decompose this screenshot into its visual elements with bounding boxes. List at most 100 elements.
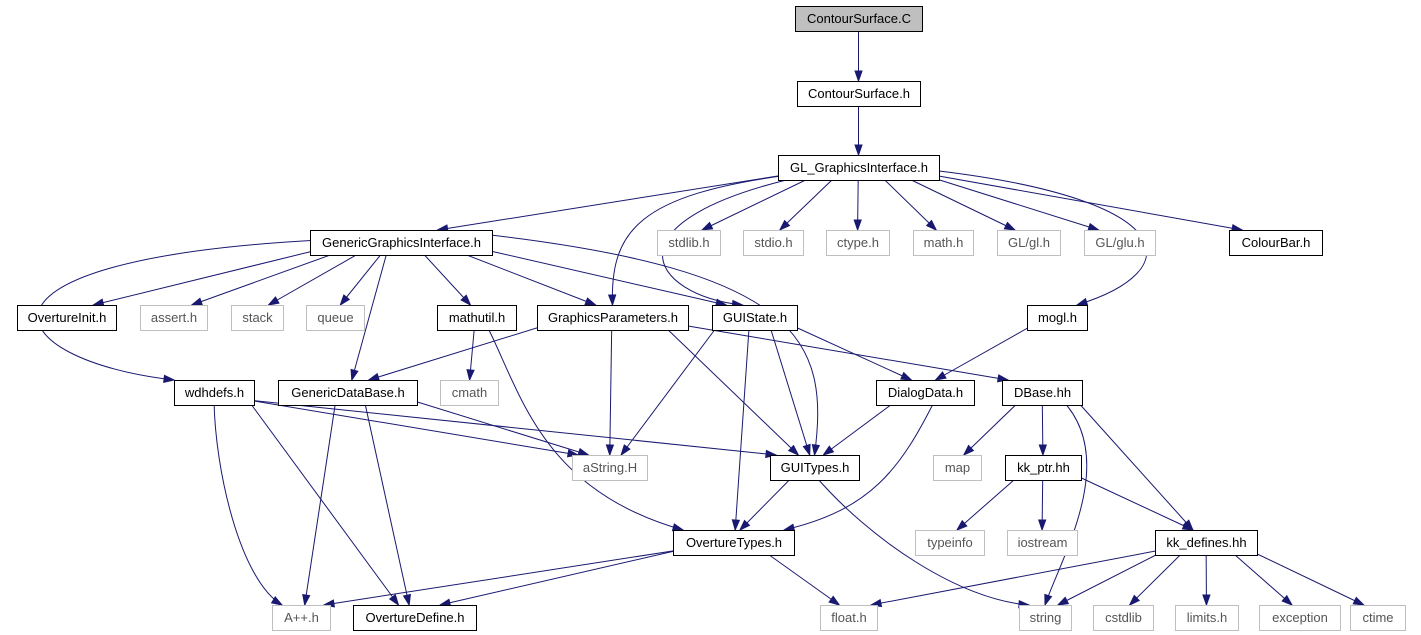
node-mathutil_h[interactable]: mathutil.h — [437, 305, 517, 331]
node-label: float.h — [831, 610, 866, 625]
node-graphicsparameters_h[interactable]: GraphicsParameters.h — [537, 305, 689, 331]
arrow-head — [1352, 596, 1366, 606]
node-guistate_h[interactable]: GUIState.h — [712, 305, 798, 331]
node-box — [795, 6, 923, 32]
node-ctime: ctime — [1350, 605, 1406, 631]
node-kk_defines_hh[interactable]: kk_defines.hh — [1155, 530, 1258, 556]
node-box — [272, 605, 331, 631]
node-overturetypes_h[interactable]: OvertureTypes.h — [673, 530, 795, 556]
node-stdlib_h: stdlib.h — [657, 230, 721, 256]
edge-mathutil_h-to-cmath — [466, 324, 476, 382]
arrow-head — [738, 519, 751, 532]
edge-guistate_h-to-guitypes_h — [769, 324, 811, 457]
node-float_h: float.h — [820, 605, 878, 631]
edge-genericdatabase_h-to-app_h — [302, 399, 337, 607]
node-box — [1229, 230, 1323, 256]
arrow-head — [267, 296, 280, 306]
node-label: cmath — [452, 385, 487, 400]
edge-kk_ptr_hh-to-typeinfo — [955, 474, 1020, 531]
arrow-head — [460, 294, 472, 307]
node-box — [712, 305, 798, 331]
edge-gl_graphicsinterface_h-to-genericgraphicsinterface_h — [436, 174, 785, 233]
node-typeinfo: typeinfo — [915, 530, 985, 556]
node-box — [231, 305, 284, 331]
arrow-head — [302, 593, 311, 607]
arrow-head — [962, 444, 975, 457]
arrow-head — [584, 297, 597, 306]
arrow-head — [1044, 593, 1053, 607]
edges-layer — [37, 26, 1366, 609]
edge-dialogdata_h-to-guitypes_h — [822, 399, 898, 456]
arrow-head — [605, 444, 615, 457]
node-queue: queue — [306, 305, 365, 331]
arrow-head — [607, 294, 617, 307]
edge-dbase_hh-to-map — [962, 399, 1022, 457]
arrow-head — [388, 594, 400, 607]
node-overtureinit_h[interactable]: OvertureInit.h — [17, 305, 117, 331]
edge-genericgraphicsinterface_h-to-queue — [339, 249, 385, 307]
edge-gl_graphicsinterface_h-to-ctype_h — [853, 174, 862, 232]
arrow-head — [1202, 594, 1211, 607]
node-dbase_hh[interactable]: DBase.hh — [1002, 380, 1083, 406]
node-box — [310, 230, 493, 256]
node-label: queue — [317, 310, 353, 325]
edge-kk_defines_hh-to-string — [1056, 549, 1166, 606]
node-label: limits.h — [1187, 610, 1227, 625]
edge-kk_defines_hh-to-exception — [1229, 549, 1294, 606]
node-label: GUITypes.h — [781, 460, 850, 475]
node-dialogdata_h[interactable]: DialogData.h — [876, 380, 975, 406]
node-overturedefine_h[interactable]: OvertureDefine.h — [353, 605, 477, 631]
node-label: OvertureTypes.h — [686, 535, 782, 550]
node-limits_h: limits.h — [1175, 605, 1239, 631]
edge-gl_graphicsinterface_h-to-stdlib_h — [700, 174, 817, 231]
node-box — [17, 305, 117, 331]
arrow-head — [925, 219, 938, 232]
arrow-head — [934, 371, 947, 381]
node-label: GraphicsParameters.h — [548, 310, 678, 325]
edge-dbase_hh-to-kk_defines_hh — [1075, 399, 1194, 532]
node-label: math.h — [924, 235, 964, 250]
node-guitypes_h[interactable]: GUITypes.h — [770, 455, 860, 481]
node-box — [1007, 530, 1078, 556]
edge-kk_defines_hh-to-float_h — [869, 549, 1162, 608]
node-label: ctime — [1362, 610, 1393, 625]
node-box — [537, 305, 689, 331]
edge-kk_defines_hh-to-limits_h — [1202, 549, 1211, 607]
node-label: stdio.h — [754, 235, 792, 250]
edge-kk_defines_hh-to-cstdlib — [1128, 549, 1186, 607]
node-box — [1027, 305, 1088, 331]
edge-genericgraphicsinterface_h-to-graphicsparameters_h — [453, 249, 597, 306]
arrow-head — [778, 219, 791, 232]
node-iostream: iostream — [1007, 530, 1078, 556]
node-box — [1155, 530, 1258, 556]
arrow-head — [620, 444, 631, 457]
node-label: DialogData.h — [888, 385, 963, 400]
node-label: map — [945, 460, 970, 475]
node-genericdatabase_h[interactable]: GenericDataBase.h — [278, 380, 418, 406]
node-gl_graphicsinterface_h[interactable]: GL_GraphicsInterface.h — [778, 155, 940, 181]
edge-mathutil_h-to-overturetypes_h — [486, 324, 685, 532]
node-genericgraphicsinterface_h[interactable]: GenericGraphicsInterface.h — [310, 230, 493, 256]
node-box — [797, 81, 921, 107]
node-label: GenericDataBase.h — [291, 385, 404, 400]
node-contoursurface_h[interactable]: ContourSurface.h — [797, 81, 921, 107]
node-mogl_h[interactable]: mogl.h — [1027, 305, 1088, 331]
arrow-head — [1181, 521, 1195, 531]
edge-graphicsparameters_h-to-guitypes_h — [662, 324, 800, 457]
node-wdhdefs_h[interactable]: wdhdefs.h — [174, 380, 255, 406]
arrow-head — [577, 447, 590, 456]
node-box — [140, 305, 208, 331]
edge-genericgraphicsinterface_h-to-guitypes_h — [481, 233, 821, 457]
node-label: exception — [1272, 610, 1328, 625]
arrow-head — [700, 221, 714, 231]
arrow-head — [955, 519, 968, 531]
node-colourbar_h[interactable]: ColourBar.h — [1229, 230, 1323, 256]
node-box — [572, 455, 648, 481]
node-label: GUIState.h — [723, 310, 787, 325]
arrow-head — [466, 369, 475, 382]
node-box — [437, 305, 517, 331]
node-contoursurface_c[interactable]: ContourSurface.C — [795, 6, 923, 32]
node-box — [770, 455, 860, 481]
arrow-head — [270, 596, 284, 606]
node-kk_ptr_hh[interactable]: kk_ptr.hh — [1005, 455, 1082, 481]
